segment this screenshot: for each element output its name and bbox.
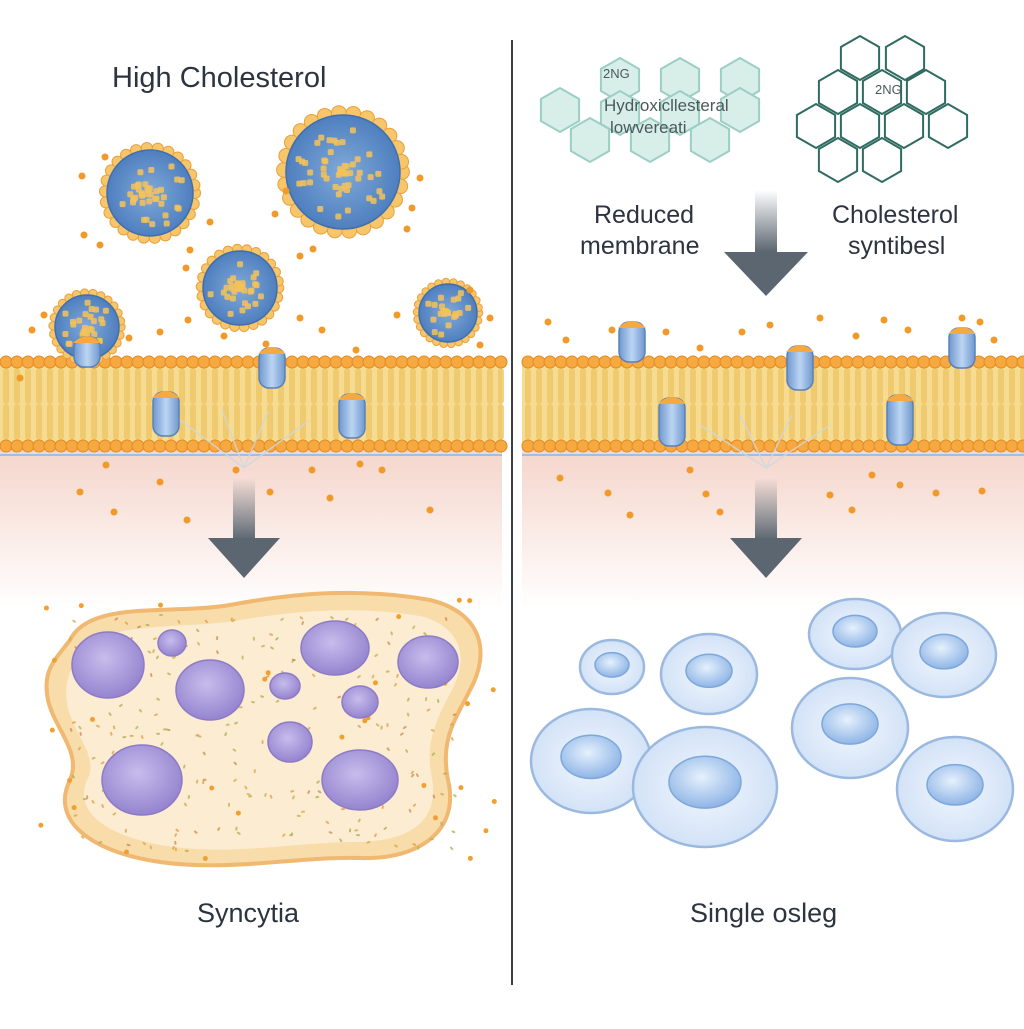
syncytium-nucleus [175, 659, 245, 721]
down-arrow-left [208, 478, 280, 578]
syncytium-nucleus [341, 685, 379, 719]
molecule2-tag: 2NG [875, 82, 902, 97]
syncytium-nucleus [269, 672, 301, 700]
cholesterol-synthesis-label: Cholesterol syntibesl [832, 200, 958, 262]
membrane-proteins [73, 321, 976, 447]
molecule-label-line2: lowvereati [610, 118, 687, 137]
down-arrow-top-right [724, 190, 808, 296]
syncytium-nucleus [321, 749, 399, 811]
syncytium-nucleus [71, 631, 145, 699]
membrane-protein [786, 345, 814, 391]
syncytium-nucleus [101, 744, 183, 816]
single-cell [895, 735, 1015, 843]
virus-particle [412, 277, 484, 349]
molecule-tag: 2NG [603, 66, 630, 81]
chol-line2: syntibesl [848, 232, 946, 260]
single-cell [659, 632, 759, 716]
chol-line1: Cholesterol [832, 201, 959, 229]
syncytium-nuclei [71, 620, 459, 816]
single-cell [631, 725, 779, 849]
molecule-label-line1: Hydroxicllesteral [604, 96, 729, 115]
hydroxycholesterol-molecule [539, 56, 761, 164]
virus-particle [195, 243, 285, 333]
single-cells-label: Single osleg [690, 898, 838, 928]
membrane-protein [618, 321, 646, 363]
single-cell [790, 676, 910, 780]
cholesterol-dots-right [544, 314, 998, 519]
membrane-protein [886, 394, 914, 446]
signal-rays [179, 409, 831, 469]
membrane-protein [152, 391, 180, 437]
membrane-protein [258, 347, 286, 389]
left-panel-title: High Cholesterol [112, 62, 327, 94]
membrane-protein [338, 393, 366, 439]
syncytium-nucleus [300, 620, 370, 676]
single-cell [529, 707, 653, 815]
virus-particle [276, 105, 410, 239]
cholesterol-dots-left [16, 153, 494, 524]
reduced-line2: membrane [580, 232, 700, 260]
virus-particle [98, 142, 202, 244]
syncytium-nucleus [157, 629, 187, 657]
single-cell [578, 638, 646, 696]
syncytium-nucleus [397, 635, 459, 689]
membrane-protein [948, 327, 976, 369]
membrane-protein [73, 336, 101, 368]
down-arrow-right [730, 478, 802, 578]
reduced-line1: Reduced [594, 201, 695, 229]
syncytia-label: Syncytia [197, 898, 300, 928]
single-cell [807, 597, 903, 671]
single-cells [529, 597, 1015, 849]
right-membrane [521, 355, 1024, 456]
reduced-membrane-label: Reduced membrane [580, 200, 700, 262]
syncytium-nucleus [267, 721, 313, 763]
cholesterol-molecule [795, 34, 969, 184]
membrane-protein [658, 397, 686, 447]
single-cell [890, 611, 998, 699]
left-membrane [0, 355, 508, 456]
virus-particles [48, 105, 484, 366]
